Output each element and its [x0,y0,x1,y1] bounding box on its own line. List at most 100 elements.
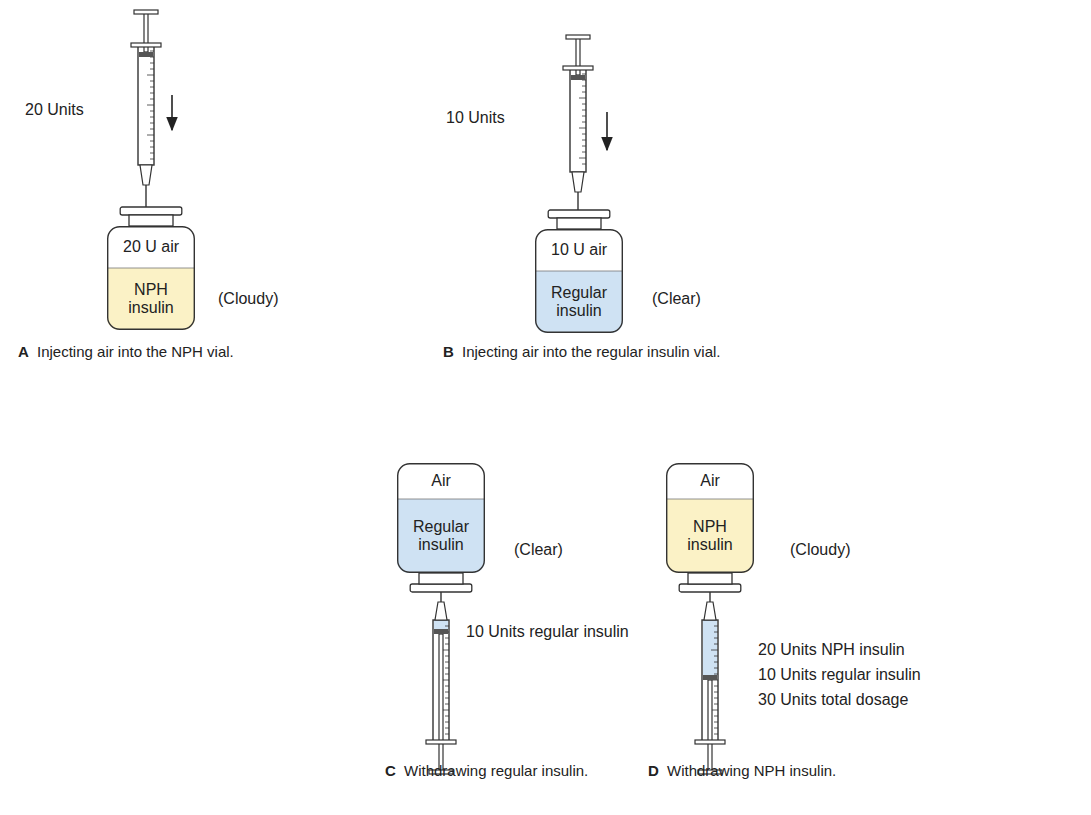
cap-neck [688,573,732,584]
tick-mark [582,104,586,105]
insulin-label: NPH insulin [666,518,754,555]
cap-neck [129,215,173,226]
liquid-level [535,271,623,272]
tick-mark [445,728,449,729]
vial-body [108,227,195,330]
tick-mark [445,686,449,687]
tick-mark [150,87,154,88]
vial-cap [120,207,182,226]
dose-label: 10 Units regular insulin [466,622,629,641]
tick-mark [150,129,154,130]
vial-body [667,464,754,573]
tick-mark [445,674,449,675]
air-label: 10 U air [547,241,611,259]
direction-arrow [171,95,173,130]
insulin-vial: 10 U airRegular insulin [535,209,623,333]
plunger-rod [708,680,712,772]
cap-neck [419,573,463,584]
needle-hub [140,165,152,185]
tick-mark [714,728,718,729]
insulin-vial: 20 U airNPH insulin [107,206,195,330]
syringe [426,582,456,774]
insulin-liquid [107,268,195,330]
panel-caption: Injecting air into the regular insulin v… [462,343,720,361]
finger-flange [563,66,593,70]
tick-mark [150,141,154,142]
cap-top [120,207,182,215]
needle-hub [572,172,584,192]
tick-mark [582,146,586,147]
finger-flange [131,43,161,47]
dose-label: 10 Units [446,108,505,127]
tick-mark [445,644,449,645]
insulin-label: Regular insulin [397,518,485,555]
dose-label: (Cloudy) [790,540,850,559]
air-space [107,226,195,330]
tick-mark [579,158,586,159]
tick-mark [445,668,449,669]
panel-caption: Withdrawing NPH insulin. [667,762,836,780]
vial-cap-space [397,573,485,593]
dose-label: (Clear) [652,289,701,308]
plunger-head [434,629,448,634]
tick-mark [445,704,449,705]
liquid-level [666,499,754,500]
panel-letter: B [443,343,454,361]
tick-mark [714,632,718,633]
tick-mark [714,644,718,645]
tick-mark [582,74,586,75]
vial-region: Regular insulin [535,271,623,333]
thumb-rest [134,10,158,14]
panel-letter: C [385,762,396,780]
plunger-rod [439,634,443,772]
dose-label: 30 Units total dosage [758,690,908,709]
cap-neck [557,218,601,229]
tick-mark [150,99,154,100]
insulin-liquid [666,499,754,573]
tick-mark [445,722,449,723]
finger-flange [426,740,456,744]
syringe [563,35,593,218]
plunger-head [571,75,585,80]
tick-mark [445,716,449,717]
air-label: 20 U air [119,238,183,256]
tick-mark [150,111,154,112]
tick-mark [714,734,718,735]
tick-mark [445,662,449,663]
cap-top [679,584,741,592]
tick-mark [147,75,154,76]
tick-mark [445,698,449,699]
dose-label: (Clear) [514,540,563,559]
air-space [666,463,754,573]
panel-caption: Withdrawing regular insulin. [404,762,588,780]
dose-label: 20 Units [25,100,84,119]
tick-mark [150,159,154,160]
insulin-vial: AirRegular insulin [397,463,485,593]
tick-mark [579,98,586,99]
tick-mark [582,92,586,93]
tick-mark [582,134,586,135]
plunger-head [139,52,153,57]
tick-mark [714,722,718,723]
dose-label: (Cloudy) [218,289,278,308]
cap-top [548,210,610,218]
panel-letter: D [648,762,659,780]
insulin-liquid [535,271,623,333]
syringe-fluid [434,620,448,634]
air-space [397,463,485,573]
air-label: Air [696,472,724,490]
syringe-barrel [570,68,586,172]
tick-mark [582,110,586,111]
vial-cap [679,573,741,592]
vial-cap-space [666,573,754,593]
tick-mark [714,662,718,663]
vial-region: 10 U air [535,229,623,271]
tick-mark [150,93,154,94]
tick-mark [582,140,586,141]
tick-mark [579,128,586,129]
vial-region: 20 U air [107,226,195,268]
syringe [695,582,725,774]
vial-region: Air [666,463,754,499]
